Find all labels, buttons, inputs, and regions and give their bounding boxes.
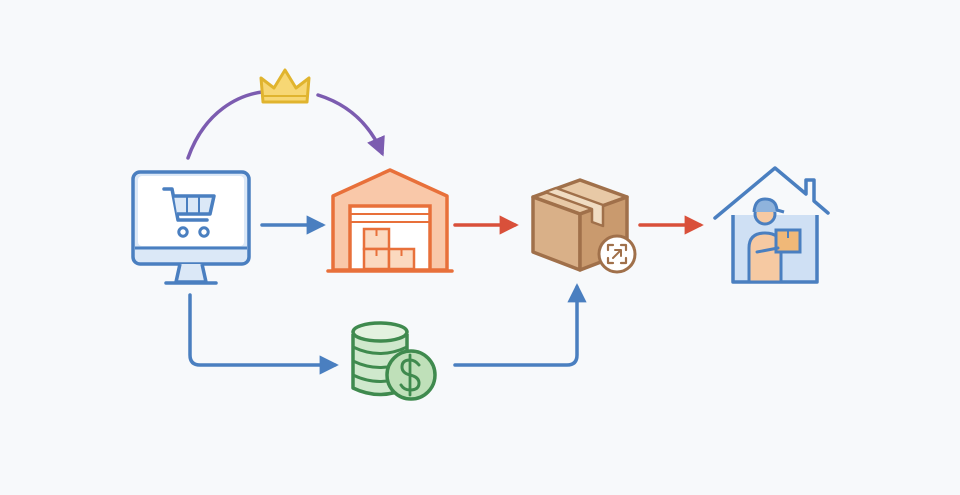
cardboard-package-with-scan-badge-icon[interactable] [531,178,637,274]
arrow-premium-to-warehouse [316,93,385,157]
crown-icon[interactable] [259,68,311,104]
arrow-store-to-warehouse-premium [186,90,264,160]
shopping-cart-icon [162,187,216,238]
scan-badge-icon [597,234,637,274]
arrow-payment-to-package [453,283,587,367]
delivery-person-icon [747,197,802,284]
warehouse-with-boxes-icon[interactable] [326,168,454,273]
arrow-store-to-payment [188,293,339,375]
coin-stack-with-dollar-icon[interactable] [351,321,437,401]
computer-monitor-shopping-cart-icon[interactable] [131,170,251,285]
house-with-delivery-person-icon[interactable] [713,166,830,284]
